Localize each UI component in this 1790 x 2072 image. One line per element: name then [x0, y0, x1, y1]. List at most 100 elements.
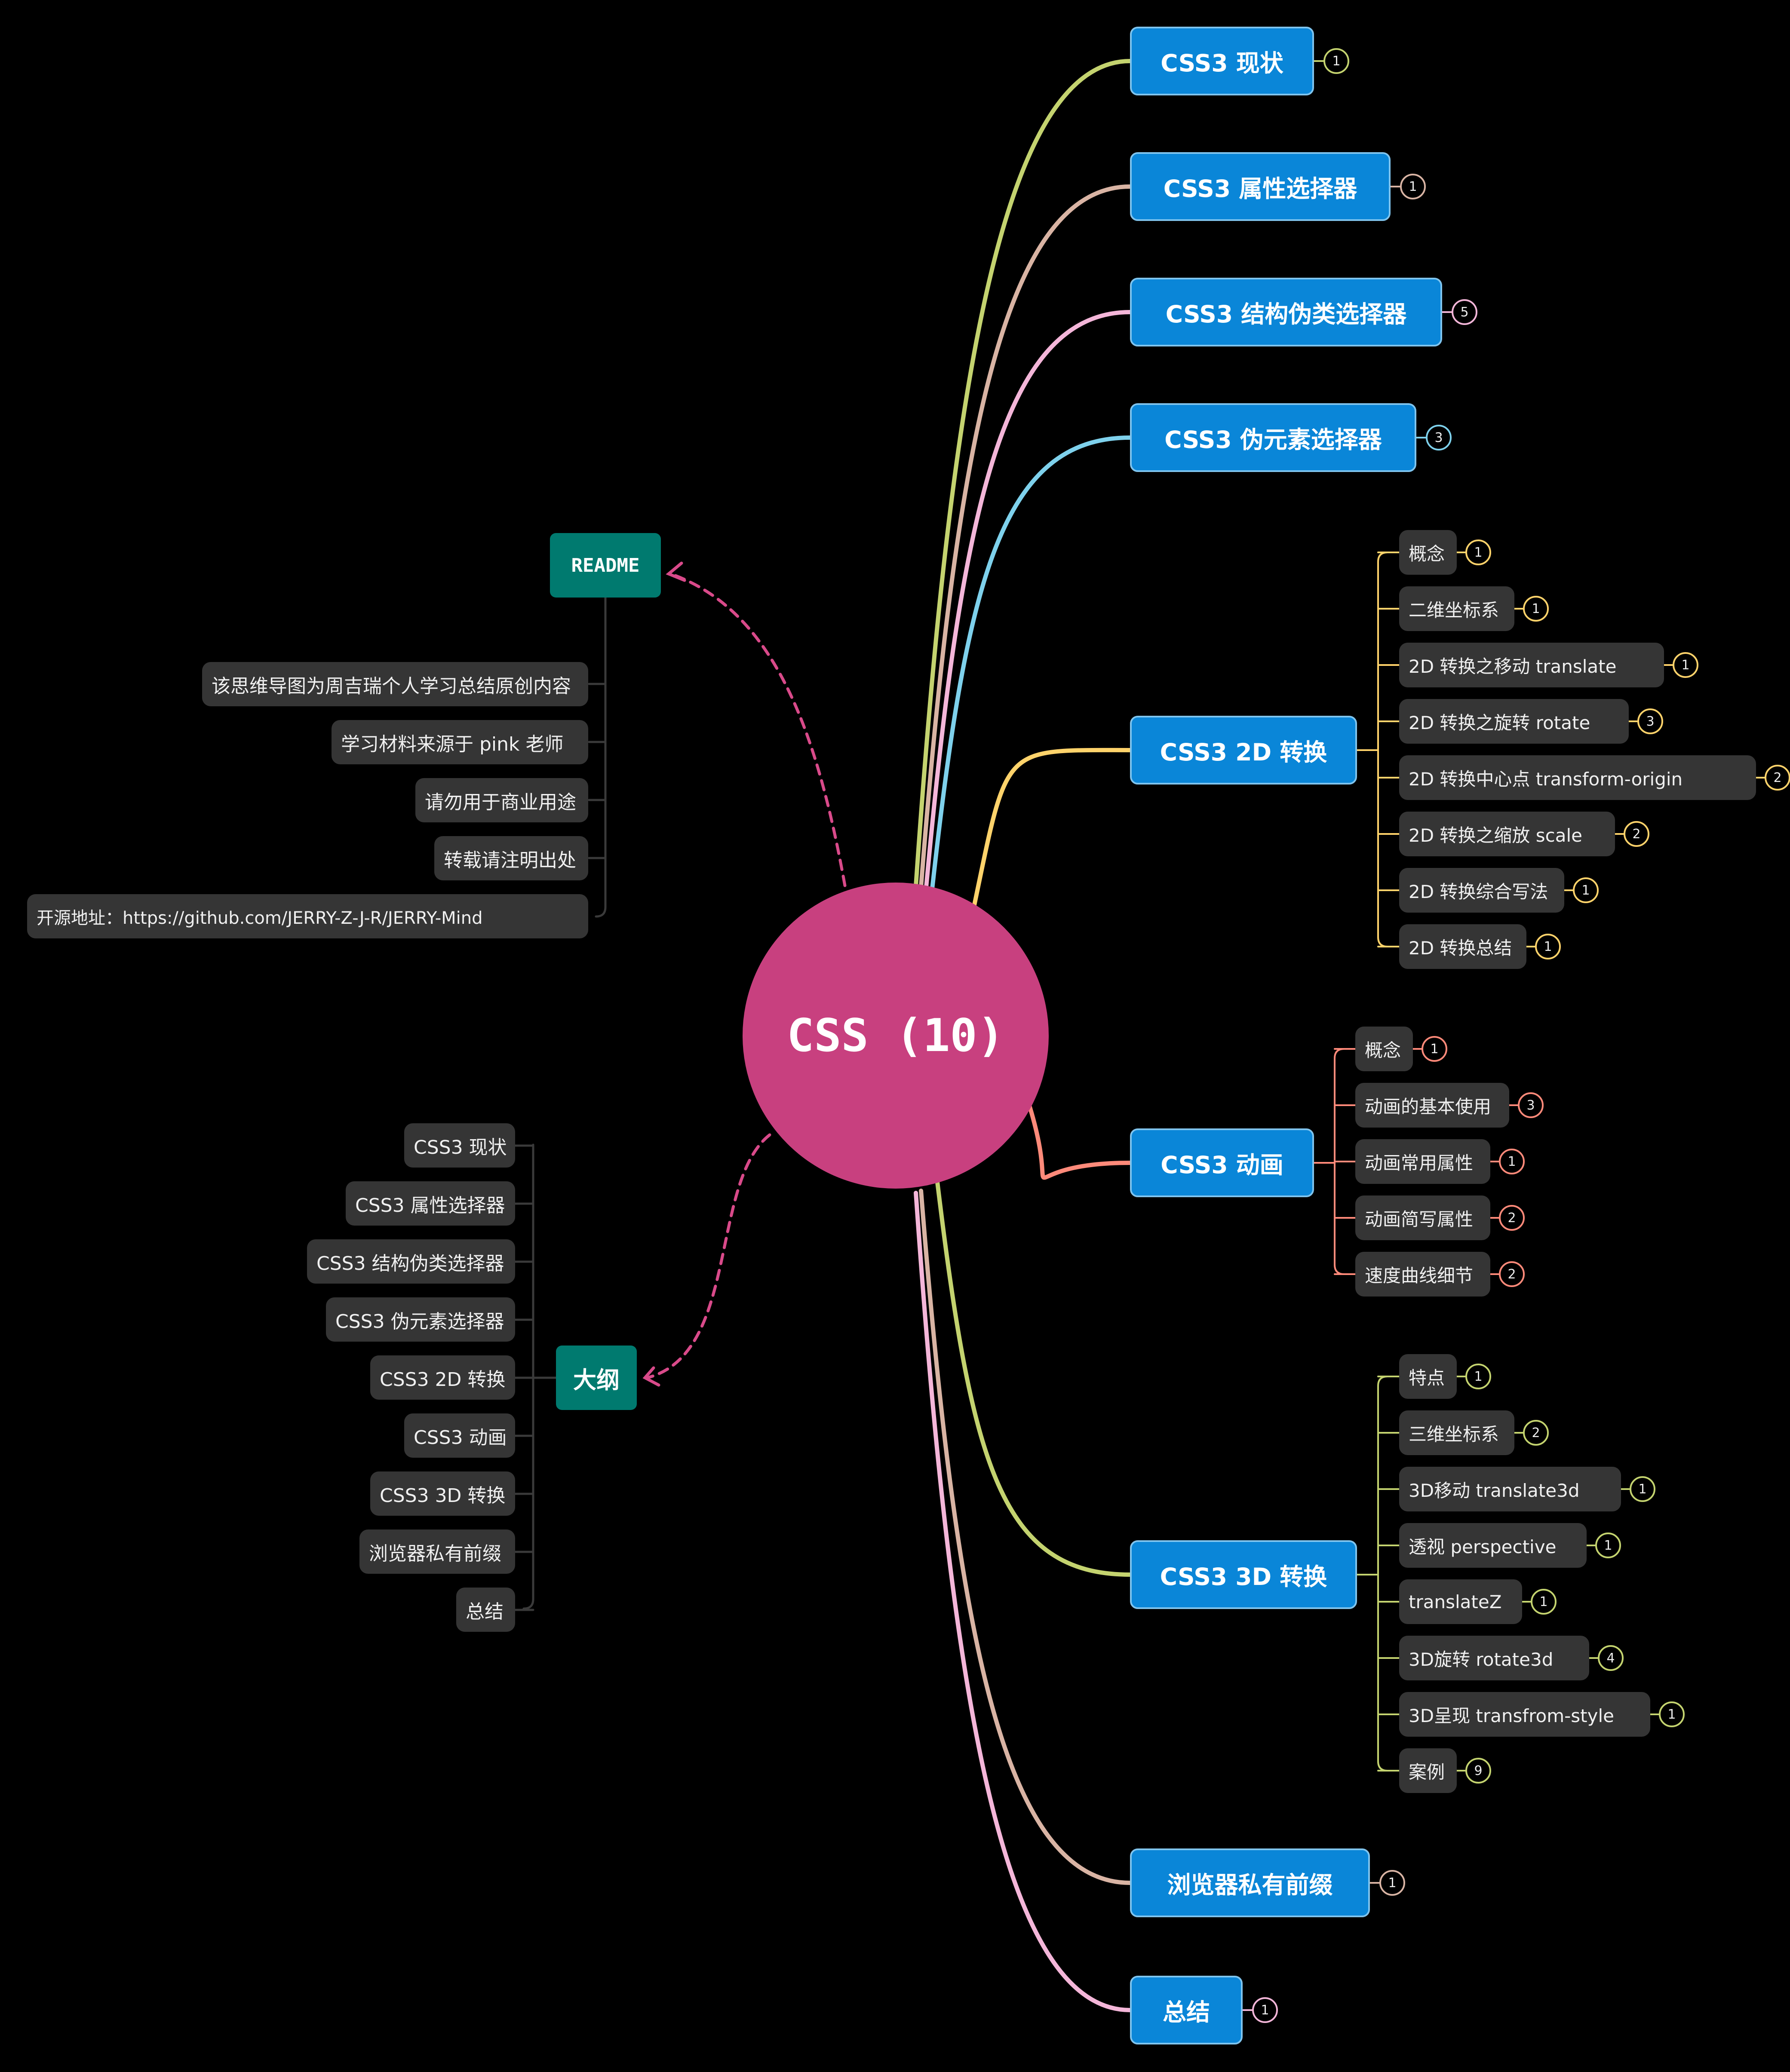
sub-topic-label: 案例	[1409, 1761, 1445, 1783]
sub-topic[interactable]: 三维坐标系	[1399, 1410, 1514, 1455]
count-badge[interactable]: 5	[1452, 299, 1477, 325]
sub-topic[interactable]: 2D 转换之移动 translate	[1399, 643, 1664, 687]
branch-connector	[929, 435, 1132, 899]
outline-item-label: CSS3 属性选择器	[355, 1194, 505, 1217]
sub-bracket	[1377, 1376, 1400, 1772]
count-badge[interactable]: 1	[1535, 934, 1561, 959]
sub-topic[interactable]: 2D 转换综合写法	[1399, 868, 1564, 913]
count-badge[interactable]: 2	[1624, 821, 1649, 847]
sub-topic[interactable]: 动画的基本使用	[1355, 1083, 1509, 1128]
branch-node[interactable]: CSS3 2D 转换	[1130, 716, 1357, 785]
sub-topic[interactable]: 概念	[1355, 1027, 1413, 1071]
outline-item[interactable]: 浏览器私有前缀	[359, 1529, 515, 1574]
count-badge[interactable]: 1	[1465, 539, 1491, 565]
center-label: CSS (10)	[787, 1009, 1004, 1062]
branch-node-label: CSS3 动画	[1161, 1151, 1283, 1179]
count-badge[interactable]: 2	[1499, 1205, 1525, 1231]
count-badge[interactable]: 1	[1465, 1364, 1491, 1389]
branch-node[interactable]: 浏览器私有前缀	[1130, 1848, 1370, 1917]
sub-topic[interactable]: 速度曲线细节	[1355, 1252, 1490, 1297]
readme-node[interactable]: README	[550, 533, 661, 598]
outline-title: 大纲	[573, 1366, 620, 1394]
outline-item[interactable]: CSS3 3D 转换	[370, 1471, 515, 1516]
count-badge[interactable]: 3	[1637, 708, 1663, 734]
outline-item[interactable]: CSS3 动画	[404, 1413, 515, 1458]
count-badge[interactable]: 1	[1630, 1476, 1655, 1502]
branch-node-label: CSS3 结构伪类选择器	[1165, 300, 1407, 328]
count-badge[interactable]: 1	[1595, 1533, 1621, 1558]
count-badge[interactable]: 1	[1499, 1149, 1525, 1174]
outline-item[interactable]: CSS3 2D 转换	[370, 1355, 515, 1400]
readme-line: 学习材料来源于 pink 老师	[332, 720, 588, 764]
sub-topic[interactable]: 3D呈现 transfrom-style	[1399, 1692, 1650, 1737]
branch-node-label: CSS3 属性选择器	[1163, 175, 1357, 202]
outline-item-label: 总结	[466, 1600, 504, 1623]
count-badge[interactable]: 2	[1765, 765, 1790, 791]
sub-topic[interactable]: 特点	[1399, 1354, 1457, 1399]
sub-topic-label: translateZ	[1409, 1591, 1502, 1612]
sub-topic[interactable]: 动画常用属性	[1355, 1139, 1490, 1184]
outline-item[interactable]: CSS3 现状	[404, 1123, 515, 1168]
sub-topic[interactable]: 3D移动 translate3d	[1399, 1467, 1621, 1511]
branch-connector	[1028, 1105, 1132, 1180]
outline-item[interactable]: CSS3 伪元素选择器	[326, 1297, 515, 1342]
sub-topic[interactable]: 二维坐标系	[1399, 586, 1514, 631]
readme-link	[669, 572, 847, 887]
outline-item-label: CSS3 3D 转换	[380, 1484, 506, 1507]
sub-topic[interactable]: 2D 转换之旋转 rotate	[1399, 699, 1629, 744]
sub-topic[interactable]: 2D 转换总结	[1399, 924, 1526, 969]
outline-node[interactable]: 大纲	[556, 1346, 637, 1410]
count-badge[interactable]: 1	[1531, 1589, 1557, 1615]
branch-node[interactable]: CSS3 动画	[1130, 1128, 1314, 1197]
branch-node[interactable]: CSS3 3D 转换	[1130, 1540, 1357, 1609]
outline-arrow	[642, 1366, 660, 1387]
count-badge[interactable]: 4	[1598, 1645, 1624, 1671]
outline-item-label: CSS3 现状	[414, 1136, 507, 1159]
count-badge[interactable]: 1	[1422, 1036, 1447, 1062]
sub-topic-label: 3D移动 translate3d	[1409, 1480, 1580, 1501]
center-node[interactable]: CSS (10)	[743, 883, 1049, 1189]
branch-node[interactable]: CSS3 属性选择器	[1130, 152, 1391, 221]
outline-item[interactable]: CSS3 结构伪类选择器	[307, 1239, 515, 1284]
branch-node[interactable]: CSS3 伪元素选择器	[1130, 403, 1416, 472]
count-badge[interactable]: 2	[1523, 1420, 1549, 1446]
sub-topic-label: 特点	[1409, 1367, 1445, 1388]
branch-node[interactable]: 总结	[1130, 1976, 1243, 2044]
branch-node[interactable]: CSS3 现状	[1130, 27, 1314, 95]
sub-topic[interactable]: 透视 perspective	[1399, 1523, 1587, 1568]
sub-topic-label: 动画的基本使用	[1365, 1096, 1492, 1117]
count-badge[interactable]: 3	[1426, 425, 1452, 451]
sub-topic[interactable]: 动画简写属性	[1355, 1195, 1490, 1240]
count-badge[interactable]: 1	[1323, 48, 1349, 74]
sub-topic[interactable]: 2D 转换之缩放 scale	[1399, 812, 1615, 856]
readme-line: 该思维导图为周吉瑞个人学习总结原创内容	[202, 662, 588, 706]
sub-topic[interactable]: 案例	[1399, 1748, 1457, 1793]
branch-node[interactable]: CSS3 结构伪类选择器	[1130, 278, 1442, 346]
count-badge[interactable]: 3	[1518, 1092, 1544, 1118]
branch-connector	[923, 310, 1132, 899]
count-badge[interactable]: 1	[1659, 1701, 1685, 1727]
readme-line: 开源地址：https://github.com/JERRY-Z-J-R/JERR…	[27, 894, 588, 938]
count-badge[interactable]: 9	[1465, 1758, 1491, 1784]
sub-topic[interactable]: 3D旋转 rotate3d	[1399, 1636, 1589, 1680]
count-badge[interactable]: 1	[1523, 596, 1549, 622]
outline-link	[645, 1133, 771, 1379]
sub-topic[interactable]: 2D 转换中心点 transform-origin	[1399, 755, 1756, 800]
readme-arrow	[666, 561, 686, 582]
sub-topic[interactable]: translateZ	[1399, 1579, 1522, 1624]
sub-topic[interactable]: 概念	[1399, 530, 1457, 575]
outline-item[interactable]: CSS3 属性选择器	[346, 1181, 515, 1226]
count-badge[interactable]: 1	[1400, 174, 1426, 199]
outline-item[interactable]: 总结	[456, 1588, 515, 1632]
sub-topic-label: 3D旋转 rotate3d	[1409, 1649, 1554, 1670]
readme-bracket	[595, 596, 607, 918]
outline-bracket	[522, 1143, 534, 1610]
sub-topic-label: 2D 转换综合写法	[1409, 881, 1548, 902]
branch-node-label: CSS3 现状	[1161, 49, 1283, 77]
count-badge[interactable]: 1	[1673, 652, 1698, 678]
count-badge[interactable]: 1	[1573, 877, 1599, 903]
count-badge[interactable]: 1	[1252, 1997, 1278, 2023]
count-badge[interactable]: 1	[1379, 1870, 1405, 1896]
count-badge[interactable]: 2	[1499, 1261, 1525, 1287]
